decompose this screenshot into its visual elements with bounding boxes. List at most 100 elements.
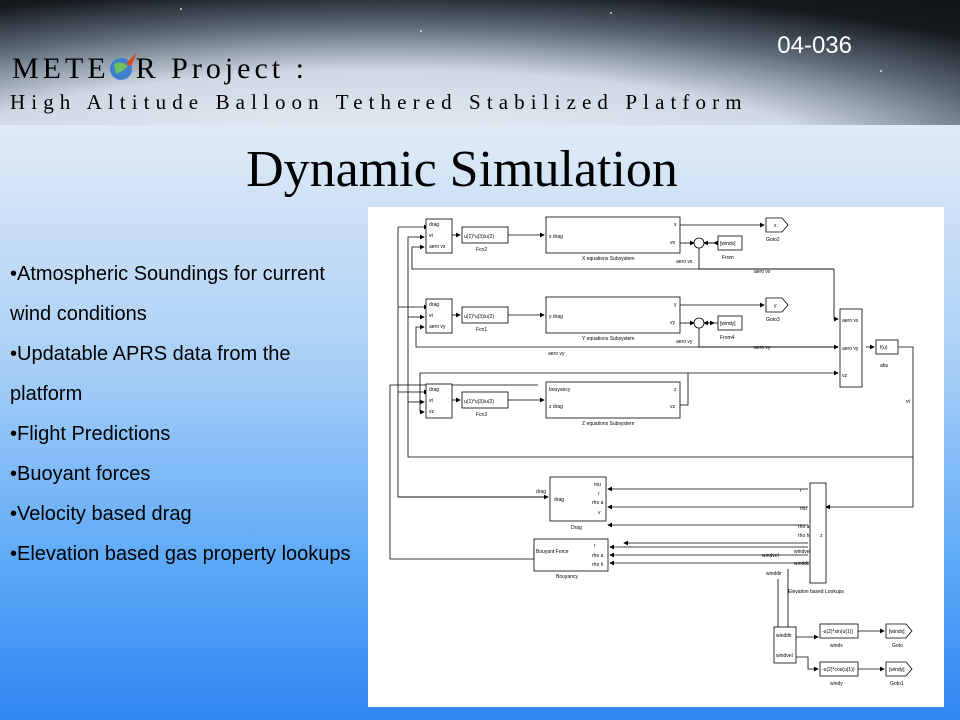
port-label: r [800, 488, 802, 494]
port-label: vt [429, 313, 434, 319]
port-label: aero vx [842, 318, 859, 324]
from-tag: [windy] [720, 321, 736, 327]
signal-label: vt [906, 399, 911, 405]
slide-number: 04-036 [777, 32, 852, 59]
x-from-block: [windx] From [717, 235, 743, 261]
port-label: vt [429, 398, 434, 404]
fcn-name: Fcn1 [476, 327, 487, 333]
fcn-name: abs [880, 363, 889, 369]
abs-fcn-block: f(u) abs [875, 339, 899, 369]
wind-mux-block: winddir windvel [773, 626, 797, 664]
project-subtitle: High Altitude Balloon Tethered Stabilize… [10, 90, 748, 114]
signal-label: aero vy [548, 351, 565, 357]
port-label: drag [429, 387, 439, 393]
block-name: Drag [571, 525, 582, 531]
fcn-expression: u(1)*u(3)/u(2) [464, 234, 494, 240]
signal-label: winddir [766, 571, 782, 577]
y-goto-block: y Goto3 [765, 297, 789, 323]
port-label: aero vx [429, 244, 446, 250]
windx-fcn-block: -u(2)*sin(u(1)) windx [819, 623, 859, 649]
z-input-block: drag vt vz [425, 383, 453, 419]
port-label: rho a [592, 500, 604, 506]
z-equations-subsystem: bouyancy z drag z vz Z equations Subsyst… [545, 381, 681, 427]
x-input-block: drag vt aero vx [425, 218, 453, 254]
port-label: windvel [794, 549, 811, 555]
port-label: vz [670, 404, 676, 410]
bullet-item: •Buoyant forces [10, 463, 151, 485]
x-goto-block: x Goto2 [765, 217, 789, 243]
port-label: z [674, 387, 677, 393]
signal-label: aero vy [676, 339, 693, 345]
port-label: vz [842, 373, 848, 379]
y-fcn-block: u(1)*u(3)/u(2) Fcn1 [461, 306, 509, 333]
block-name: Bouyancy [556, 574, 578, 580]
fcn-expression: -u(2)*cos(u(1)) [822, 667, 855, 673]
signal-label: windvel [762, 553, 779, 559]
goto-name: Goto3 [766, 317, 780, 323]
port-label: mu [800, 506, 807, 512]
port-label: r [598, 491, 600, 497]
port-label: v [598, 510, 601, 516]
port-label: x drag [549, 234, 563, 240]
port-label: vy [670, 320, 676, 326]
signal-label: aero vx [676, 259, 693, 265]
goto-tag: [windx] [889, 629, 905, 635]
port-label: aero vy [429, 324, 446, 330]
port-label: winddir [776, 633, 792, 639]
port-label: rho a [592, 553, 604, 559]
port-label: y [674, 302, 677, 308]
fcn-name: Fcn3 [476, 412, 487, 418]
y-from-block: [windy] From4 [717, 315, 743, 341]
port-label: drag [554, 497, 564, 503]
port-label: z drag [549, 404, 563, 410]
from-name: From [722, 255, 734, 261]
port-label: rho h [592, 562, 604, 568]
port-label: vt [429, 233, 434, 239]
fcn-name: windy [830, 681, 843, 687]
port-label: x [674, 222, 677, 228]
port-label: winddir [794, 561, 810, 567]
port-label: rho a [798, 524, 810, 530]
signal-label: aero vy [754, 345, 771, 351]
port-label: z [820, 533, 823, 539]
buoyancy-block: Bouyant Force r rho a rho h Bouyancy [533, 538, 609, 580]
x-fcn-block: u(1)*u(3)/u(2) Fcn2 [461, 226, 509, 253]
fcn-expression: u(1)*u(3)/u(2) [464, 399, 494, 405]
signal-label: drag [536, 489, 546, 495]
bullet-item: •Updatable APRS data from the platform [10, 343, 291, 405]
fcn-name: Fcn2 [476, 247, 487, 253]
subsystem-name: Y equations Subsystem [582, 336, 634, 342]
bullet-item: •Elevation based gas property lookups [10, 543, 351, 565]
signal-lines [389, 222, 914, 672]
windy-fcn-block: -u(2)*cos(u(1)) windy [819, 661, 859, 687]
bullet-item: •Velocity based drag [10, 503, 192, 525]
from-name: From4 [720, 335, 735, 341]
port-label: windvel [776, 653, 793, 659]
goto-windx-block: [windx] Goto [885, 623, 913, 649]
abs-mux-block: aero vx aero vy vz [839, 308, 863, 388]
goto-name: Goto2 [766, 237, 780, 243]
slide-title: Dynamic Simulation [246, 141, 678, 198]
port-label: vx [670, 240, 676, 246]
project-title-part2: R Project : [135, 52, 308, 85]
fcn-name: windx [830, 643, 843, 649]
port-label: mu [594, 482, 601, 488]
goto-tag: [windy] [889, 667, 905, 673]
port-label: r [594, 543, 596, 549]
x-equations-subsystem: x drag x vx X equations Subsystem [545, 216, 681, 262]
drag-block: drag mu r rho a v Drag [549, 476, 607, 531]
goto-tag: x [774, 223, 777, 229]
subsystem-name: Z equations Subsystem [582, 421, 634, 427]
z-fcn-block: u(1)*u(3)/u(2) Fcn3 [461, 391, 509, 418]
signal-label: aero vx [754, 269, 771, 275]
port-label: vz [429, 409, 435, 415]
y-sum-block [693, 317, 705, 329]
from-tag: [windx] [720, 241, 736, 247]
y-input-block: drag vt aero vy [425, 298, 453, 334]
bullet-item: •Flight Predictions [10, 423, 171, 445]
fcn-expression: f(u) [880, 345, 888, 351]
y-equations-subsystem: y drag y vy Y equations Subsystem [545, 296, 681, 342]
port-label: aero vy [842, 346, 859, 352]
